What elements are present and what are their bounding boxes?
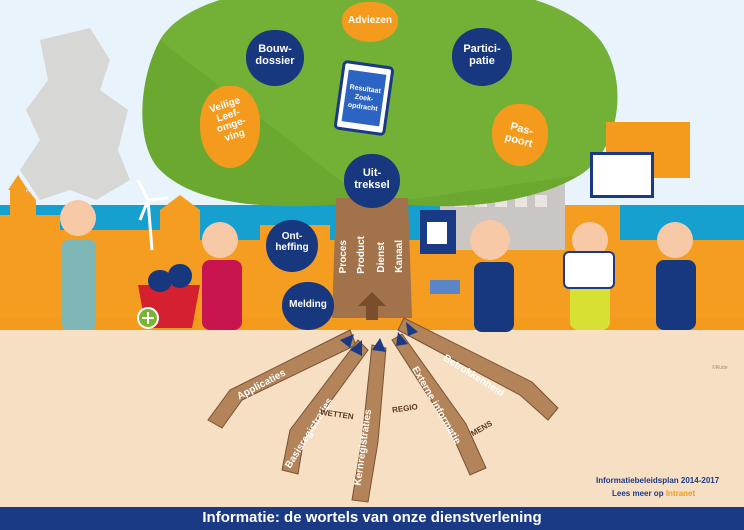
- tablet-screen: Resultaat Zoek- opdracht: [341, 69, 387, 127]
- basket: [137, 285, 200, 329]
- root-basisregistraties: [281, 339, 369, 475]
- fruit-label: Melding: [289, 299, 327, 310]
- tablet-search-result: Resultaat Zoek- opdracht: [333, 59, 395, 137]
- read-more-prefix: Lees meer op: [612, 489, 666, 498]
- ground-strip: [0, 318, 744, 332]
- fruit-label-line: patie: [469, 54, 495, 67]
- trunk-word-product: Product: [356, 236, 367, 274]
- root-kernregistraties: [351, 344, 387, 503]
- fruit-label-line: dossier: [255, 54, 295, 67]
- person-blue: [430, 220, 514, 332]
- fruit-label: Bouw- dossier: [246, 43, 304, 67]
- root-betrokkenheid: [397, 317, 559, 421]
- plan-title: Informatiebeleidsplan 2014-2017: [596, 476, 720, 485]
- fruit-label-line: Partici-: [463, 43, 501, 55]
- trunk-word-dienst: Dienst: [376, 242, 387, 273]
- fruit-melding: Melding: [282, 282, 334, 330]
- intranet-link[interactable]: Intranet: [665, 489, 696, 498]
- root-externe-informatie: [391, 333, 487, 476]
- speech-bubble-icon: [590, 152, 654, 198]
- person-left: [60, 200, 96, 330]
- fruit-ontheffing: Ont- heffing: [266, 220, 318, 272]
- footer-title: Informatie: de wortels van onze dienstve…: [202, 509, 542, 526]
- arrow-up-icon: [350, 340, 362, 356]
- footer-bar: Informatie: de wortels van onze dienstve…: [0, 507, 744, 530]
- fruit-label-line: heffing: [275, 241, 309, 253]
- tree-trunk: [332, 198, 412, 318]
- fruit-label: Veilige Leef- omge- ving: [195, 92, 265, 150]
- fruit-paspoort: Pas- poort: [492, 104, 548, 166]
- arrow-up-icon: [340, 334, 354, 348]
- arrow-up-icon: [372, 338, 386, 352]
- read-more-line: Lees meer op Intranet: [612, 489, 695, 498]
- person-right: [656, 222, 696, 330]
- fruit-bouwdossier: Bouw- dossier: [246, 30, 304, 86]
- basket-fruit: [148, 270, 172, 292]
- fruit-label-line: Uit-: [362, 167, 382, 179]
- person-yellow: [563, 222, 615, 330]
- basket-fruit: [168, 264, 192, 288]
- fruit-label-line: Ont-: [281, 231, 303, 242]
- fruit-label: Ont- heffing: [266, 231, 318, 253]
- fruit-label: Partici- patie: [452, 43, 512, 67]
- fruit-label: Pas- poort: [490, 117, 550, 154]
- arrow-up-icon: [406, 322, 418, 336]
- fruit-label-line: Bouw-: [258, 43, 292, 55]
- fruit-participatie: Partici- patie: [452, 28, 512, 86]
- netherlands-map-shape: [20, 28, 130, 200]
- trunk-word-proces: Proces: [338, 240, 349, 274]
- fruit-veilige-leefomgeving: Veilige Leef- omge- ving: [200, 86, 260, 168]
- person-red: [202, 222, 242, 330]
- fruit-label: Uit- treksel: [344, 167, 400, 191]
- arrow-up-icon: [396, 332, 408, 346]
- fruit-adviezen: Adviezen: [342, 2, 398, 42]
- fruit-label: Adviezen: [348, 15, 392, 26]
- wind-turbine: [136, 179, 169, 221]
- fruit-label-line: treksel: [354, 178, 390, 191]
- arrow-up-icon: [358, 292, 386, 320]
- credit: ©Rutte: [712, 365, 728, 371]
- trunk-word-kanaal: Kanaal: [394, 240, 405, 273]
- fruit-uittreksel: Uit- treksel: [344, 154, 400, 208]
- lighthouse: [10, 190, 26, 250]
